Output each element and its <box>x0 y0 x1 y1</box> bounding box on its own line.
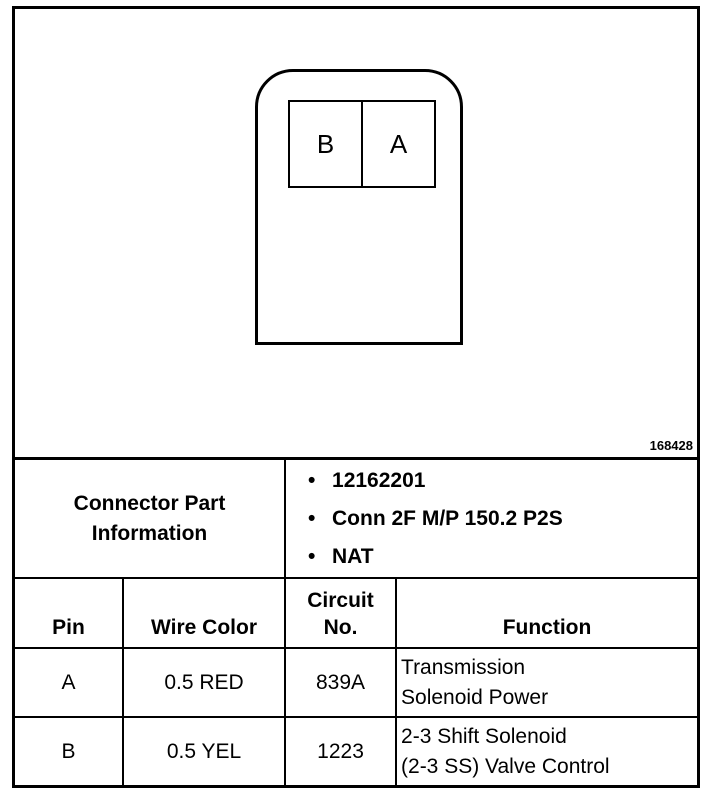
part-info-list-cell: 12162201 Conn 2F M/P 150.2 P2S NAT <box>284 460 698 579</box>
part-info-list: 12162201 Conn 2F M/P 150.2 P2S NAT <box>290 462 693 576</box>
header-function: Function <box>395 577 698 649</box>
pin-cell: B <box>15 716 124 785</box>
header-pin: Pin <box>15 577 124 649</box>
header-row: Pin Wire Color Circuit No. Function <box>15 577 698 649</box>
cavity-a-label: A <box>361 102 434 186</box>
circuit-cell: 839A <box>284 647 398 718</box>
part-info-row: Connector Part Information 12162201 Conn… <box>15 460 698 579</box>
connector-info-table: Connector Part Information 12162201 Conn… <box>15 460 698 785</box>
function-line: Solenoid Power <box>401 685 549 709</box>
figure-id: 168428 <box>649 438 693 453</box>
pin-cell: A <box>15 647 124 718</box>
connector-housing: B A <box>255 69 463 345</box>
function-line: 2-3 Shift Solenoid <box>401 724 567 748</box>
wire-color-cell: 0.5 YEL <box>121 716 287 785</box>
part-info-label: Connector Part Information <box>15 460 287 579</box>
connector-end-view-sheet: B A 168428 Connector Part Information 12… <box>12 6 700 788</box>
connector-color: NAT <box>308 538 693 576</box>
header-circuit: Circuit No. <box>284 577 398 649</box>
connector-description: Conn 2F M/P 150.2 P2S <box>308 500 693 538</box>
table-row: A 0.5 RED 839A Transmission Solenoid Pow… <box>15 647 698 718</box>
function-line: (2-3 SS) Valve Control <box>401 754 610 778</box>
connector-diagram: B A 168428 <box>15 9 697 460</box>
function-cell: Transmission Solenoid Power <box>395 647 698 718</box>
table-row: B 0.5 YEL 1223 2-3 Shift Solenoid (2-3 S… <box>15 716 698 785</box>
function-line: Transmission <box>401 655 526 679</box>
cavity-block: B A <box>288 100 436 188</box>
header-wire-color: Wire Color <box>121 577 287 649</box>
cavity-b-label: B <box>316 128 335 159</box>
part-number: 12162201 <box>308 462 693 500</box>
function-cell: 2-3 Shift Solenoid (2-3 SS) Valve Contro… <box>395 716 698 785</box>
circuit-cell: 1223 <box>284 716 398 785</box>
wire-color-cell: 0.5 RED <box>121 647 287 718</box>
